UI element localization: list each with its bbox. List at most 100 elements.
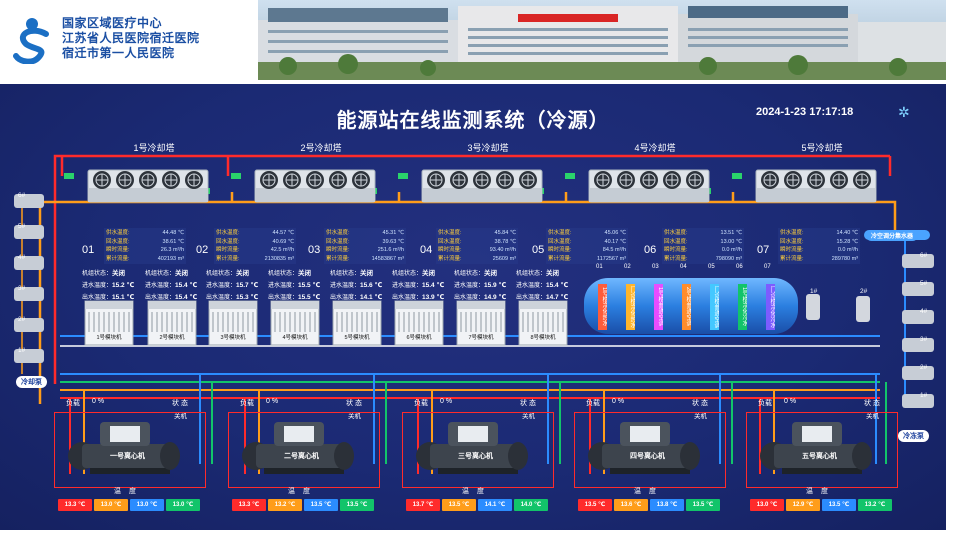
temp-chip: 13.0 ℃: [750, 499, 784, 511]
readout-value: 39.63 ℃: [382, 238, 404, 245]
chilled-pump-tag[interactable]: 4#: [920, 308, 928, 315]
chilled-pump-tag[interactable]: 1#: [920, 392, 928, 399]
readout-label: 累计流量:: [216, 255, 240, 262]
tank-branch-label: 门诊楼净化热水: [626, 284, 635, 330]
readout-label: 累计流量:: [548, 255, 572, 262]
readout-value: 14583867 m³: [371, 255, 404, 262]
temp-chip: 13.7 ℃: [406, 499, 440, 511]
inlet-label: 进水温度：: [454, 283, 485, 289]
chiller-unit[interactable]: [234, 416, 362, 478]
inlet-label: 进水温度：: [206, 283, 237, 289]
state-label: 状 态: [692, 400, 708, 407]
tank-branch-label: 门诊楼净化冷水: [766, 284, 775, 330]
state-value: 关机: [694, 413, 707, 420]
readout-label: 回水温度:: [326, 238, 350, 245]
chiller-name: 一号离心机: [110, 453, 145, 460]
hospital-building-photo: [258, 0, 946, 80]
cooling-tower[interactable]: [86, 166, 210, 206]
chiller-name: 五号离心机: [802, 453, 837, 460]
readout-label: 回水温度:: [438, 238, 462, 245]
chiller-name: 四号离心机: [630, 453, 665, 460]
tank-branch-label: 1号楼净化冷水: [738, 284, 747, 330]
module-name: 4号模块机: [282, 335, 308, 341]
cooling-tower[interactable]: [253, 166, 377, 206]
readout-label: 瞬时流量:: [216, 247, 240, 253]
readout-value: 402193 m³: [157, 255, 184, 262]
temp-chip: 13.5 ℃: [340, 499, 374, 511]
tank-branch-number: 05: [708, 264, 715, 270]
module-unit[interactable]: 2号模块机: [147, 300, 197, 346]
module-unit[interactable]: 1号模块机: [84, 300, 134, 346]
header: 国家区域医疗中心 江苏省人民医院宿迁医院 宿迁市第一人民医院: [0, 0, 953, 80]
readout-value: 40.17 ℃: [604, 238, 626, 245]
cooling-pump-tag[interactable]: 3#: [18, 285, 26, 292]
cooling-pump-tag[interactable]: 5#: [18, 223, 26, 230]
chilled-pump-label: 冷冻泵: [898, 430, 929, 442]
cooling-tower[interactable]: [754, 166, 878, 206]
chilled-pump-tag[interactable]: 5#: [920, 280, 928, 287]
module-unit[interactable]: 7号模块机: [456, 300, 506, 346]
readout-label: 回水温度:: [548, 238, 572, 245]
module-unit[interactable]: 6号模块机: [394, 300, 444, 346]
inlet-temp: 15.4 ℃: [175, 282, 198, 289]
readout-label: 供水温度:: [438, 230, 462, 236]
state-label: 状 态: [172, 400, 188, 407]
chilled-pump-tag[interactable]: 2#: [920, 364, 928, 371]
chilled-pump-tag[interactable]: 6#: [920, 252, 928, 259]
readout-value: 45.84 ℃: [494, 230, 516, 236]
load-label: 负载: [414, 400, 428, 407]
meter-number: 04: [420, 244, 433, 256]
status-value: 关闭: [484, 270, 498, 277]
page-footer: [0, 530, 953, 536]
temp-chip: 13.0 ℃: [94, 499, 128, 511]
load-value: 0 %: [612, 398, 625, 405]
outlet-label: 出水温度：: [206, 295, 237, 301]
module-name: 5号模块机: [344, 335, 370, 341]
module-unit[interactable]: 5号模块机: [332, 300, 382, 346]
pump-tag: 2#: [860, 288, 868, 295]
cooling-pump-tag[interactable]: 6#: [18, 192, 26, 199]
readout-label: 瞬时流量:: [438, 247, 462, 253]
chiller-unit[interactable]: [408, 416, 536, 478]
settings-icon[interactable]: ✲: [898, 104, 910, 120]
outlet-temp: 13.9 ℃: [422, 294, 445, 301]
outlet-temp: 14.7 ℃: [546, 294, 569, 301]
module-unit[interactable]: 4号模块机: [270, 300, 320, 346]
inlet-label: 进水温度：: [145, 283, 176, 289]
state-value: 关机: [522, 413, 535, 420]
temp-header: 温 度: [462, 488, 487, 495]
inlet-temp: 15.2 ℃: [112, 282, 135, 289]
status-value: 关闭: [546, 270, 560, 277]
readout-label: 供水温度:: [664, 230, 688, 236]
module-name: 7号模块机: [468, 335, 494, 341]
readout-label: 累计流量:: [664, 255, 688, 262]
page-margin: [946, 0, 953, 536]
module-name: 2号模块机: [159, 335, 185, 341]
chiller-unit[interactable]: [60, 416, 188, 478]
module-name: 3号模块机: [220, 335, 246, 341]
chiller-unit[interactable]: [752, 416, 880, 478]
chiller-name: 二号离心机: [284, 453, 319, 460]
readout-value: 251.6 m³/h: [377, 247, 404, 253]
chilled-pump-tag[interactable]: 3#: [920, 336, 928, 343]
state-value: 关机: [348, 413, 361, 420]
inlet-temp: 15.4 ℃: [422, 282, 445, 289]
readout-label: 回水温度:: [664, 238, 688, 245]
chiller-frame: [402, 412, 554, 488]
cooling-pump-tag[interactable]: 2#: [18, 316, 26, 323]
cooling-tower[interactable]: [587, 166, 711, 206]
module-unit[interactable]: 8号模块机: [518, 300, 568, 346]
load-value: 0 %: [440, 398, 453, 405]
chiller-unit[interactable]: [580, 416, 708, 478]
cooling-pump-tag[interactable]: 1#: [18, 347, 26, 354]
chiller-frame: [574, 412, 726, 488]
cooling-pump-tag[interactable]: 4#: [18, 254, 26, 261]
chiller-frame: [228, 412, 380, 488]
tower-name: 2号冷却塔: [300, 143, 342, 153]
cooling-tower[interactable]: [420, 166, 544, 206]
module-unit[interactable]: 3号模块机: [208, 300, 258, 346]
